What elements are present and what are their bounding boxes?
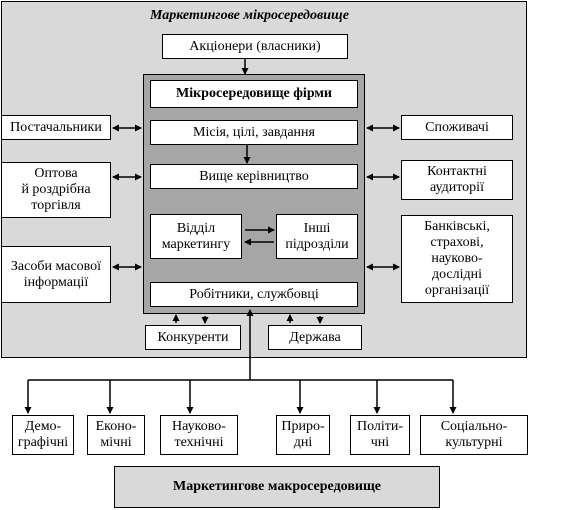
shareholders-box: Акціонери (власники)	[162, 34, 348, 59]
competitors-box: Конкуренти	[145, 325, 241, 350]
marketing-dept-box: Відділ маркетингу	[150, 214, 242, 259]
state-box: Держава	[268, 325, 362, 350]
consumers-box: Споживачі	[401, 115, 513, 140]
mission-box: Місія, цілі, завдання	[150, 120, 358, 145]
macro-factor-scientific: Науково- технічні	[160, 415, 238, 455]
macro-factor-political: Політи- чні	[350, 415, 410, 455]
wholesale-retail-box: Оптова й роздрібна торгівля	[1, 162, 111, 218]
institutions-box: Банківські, страхові, науково- дослідні …	[401, 215, 513, 303]
firm-panel	[143, 74, 365, 314]
macro-factor-demographic: Демо- графічні	[12, 415, 74, 455]
suppliers-box: Постачальники	[1, 115, 111, 140]
macro-environment-box: Маркетингове макросередовище	[114, 466, 440, 508]
macro-factor-economic: Еконо- мічні	[87, 415, 145, 455]
mass-media-box: Засоби масової інформації	[1, 246, 111, 303]
micro-environment-title: Маркетингове мікросередовище	[150, 8, 349, 23]
firm-title-box: Мікросередовище фірми	[150, 80, 358, 108]
other-depts-box: Інші підрозділи	[276, 214, 358, 259]
contact-audiences-box: Контактні аудиторії	[401, 160, 513, 200]
management-box: Вище керівництво	[150, 164, 358, 189]
workers-box: Робітники, службовці	[150, 282, 358, 307]
macro-factor-sociocultural: Соціально- культурні	[420, 415, 528, 455]
macro-factor-natural: Приро- дні	[276, 415, 330, 455]
